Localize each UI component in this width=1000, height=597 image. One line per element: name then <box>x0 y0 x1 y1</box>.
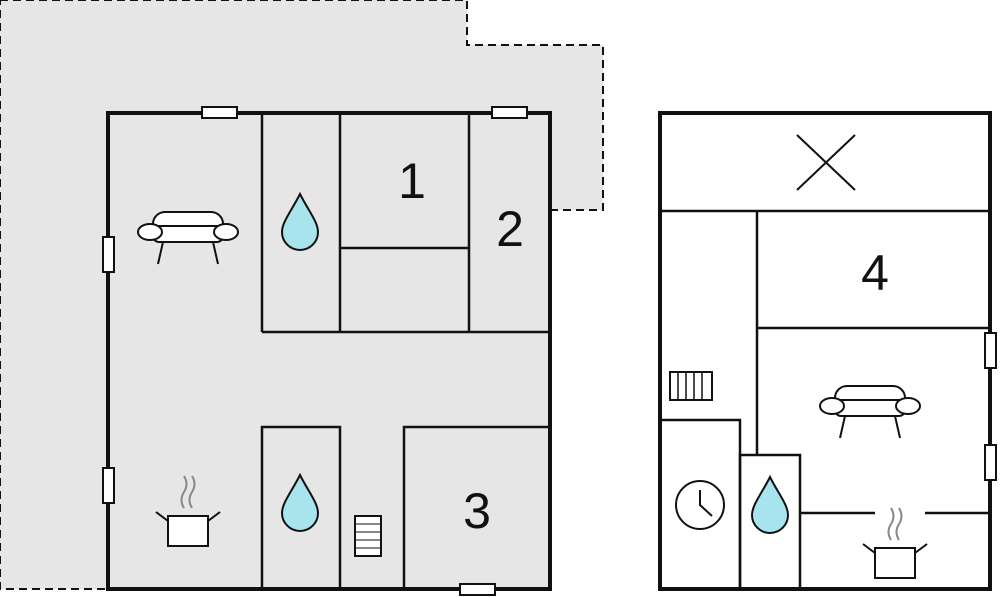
kitchen-pot-icon <box>862 507 928 579</box>
left-building: 1 2 3 <box>102 106 552 596</box>
right-building: 4 <box>658 111 997 591</box>
clock-icon <box>675 480 725 530</box>
room-label-4: 4 <box>861 245 889 301</box>
stairs-icon <box>669 371 713 401</box>
room-label-3: 3 <box>463 483 491 539</box>
stairs-icon <box>354 515 382 557</box>
window <box>984 332 997 481</box>
window <box>102 106 528 596</box>
room-label-2: 2 <box>496 201 524 257</box>
room-label-1: 1 <box>398 153 426 209</box>
void-cross-icon <box>796 134 856 191</box>
sofa-icon <box>819 385 921 439</box>
terrace-area <box>0 0 604 590</box>
bathroom-icon <box>751 476 789 534</box>
